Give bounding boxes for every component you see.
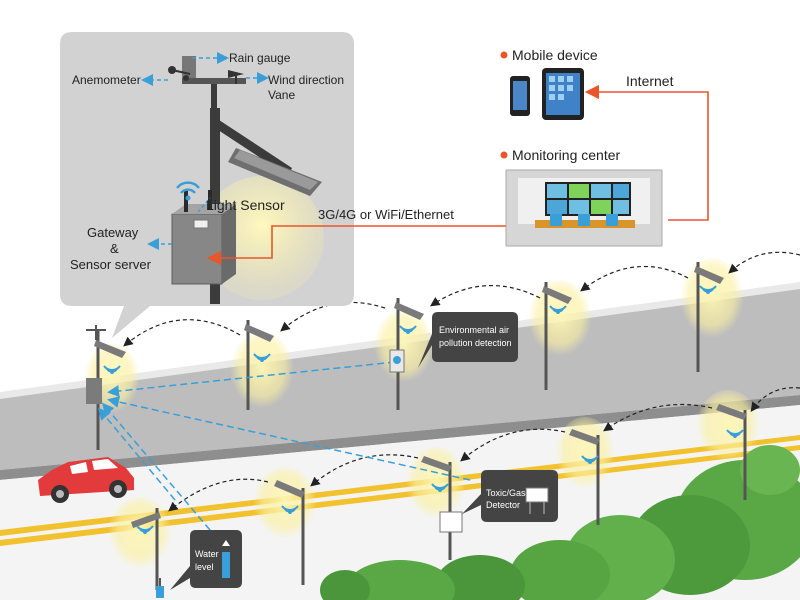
water-label-1: Water <box>195 549 219 559</box>
wind-vane-device <box>228 70 244 84</box>
light-sensor-device <box>193 219 209 229</box>
network-link <box>206 225 506 266</box>
mobile-device-label: Mobile device <box>512 47 598 63</box>
gateway-detail-panel: Rain gauge Anemometer Wind direction Van… <box>60 32 354 338</box>
trees <box>320 445 800 600</box>
monitoring-center-group: Monitoring center <box>500 147 663 247</box>
wind-vane-label-1: Wind direction <box>268 73 344 87</box>
water-level-device <box>156 578 164 598</box>
light-sensor-label: Light Sensor <box>206 197 285 213</box>
toxic-label-1: Toxic/Gas <box>486 488 526 498</box>
gateway-pole-small <box>86 325 106 404</box>
video-wall <box>545 182 631 216</box>
mesh-links <box>123 251 800 512</box>
gateway-wifi-icon <box>176 181 200 201</box>
rain-gauge-label: Rain gauge <box>229 51 291 65</box>
street-lights-lower <box>108 390 760 590</box>
bullet-icon <box>500 151 508 159</box>
toxic-gas-device <box>439 511 463 533</box>
gateway-label-1: Gateway <box>87 225 139 240</box>
env-air-label-2: pollution detection <box>439 338 512 348</box>
bullet-icon <box>500 51 508 59</box>
water-label-2: level <box>195 562 214 572</box>
red-car <box>38 457 134 503</box>
env-air-callout: Environmental air pollution detection <box>418 312 518 368</box>
mobile-device-group: Mobile device <box>500 47 598 120</box>
gateway-label-3: Sensor server <box>70 257 152 272</box>
lamp-arm <box>212 118 292 176</box>
sensor-data-links <box>98 361 471 531</box>
monitoring-center-label: Monitoring center <box>512 147 621 163</box>
wind-vane-label-2: Vane <box>268 88 295 102</box>
env-sensor-device <box>389 349 405 373</box>
anemometer-label: Anemometer <box>72 73 141 87</box>
network-label: 3G/4G or WiFi/Ethernet <box>318 207 454 222</box>
toxic-label-2: Detector <box>486 500 520 510</box>
internet-link <box>584 84 709 221</box>
toxic-gas-callout: Toxic/Gas Detector <box>462 470 558 522</box>
wifi-icon <box>103 285 744 534</box>
gateway-label-2: & <box>110 241 119 256</box>
internet-label: Internet <box>626 73 674 89</box>
env-air-label-1: Environmental air <box>439 325 509 335</box>
road-divider <box>0 395 800 480</box>
anemometer-device <box>168 66 191 81</box>
water-level-callout: Water level <box>170 530 242 590</box>
street-lights-upper <box>84 258 744 450</box>
